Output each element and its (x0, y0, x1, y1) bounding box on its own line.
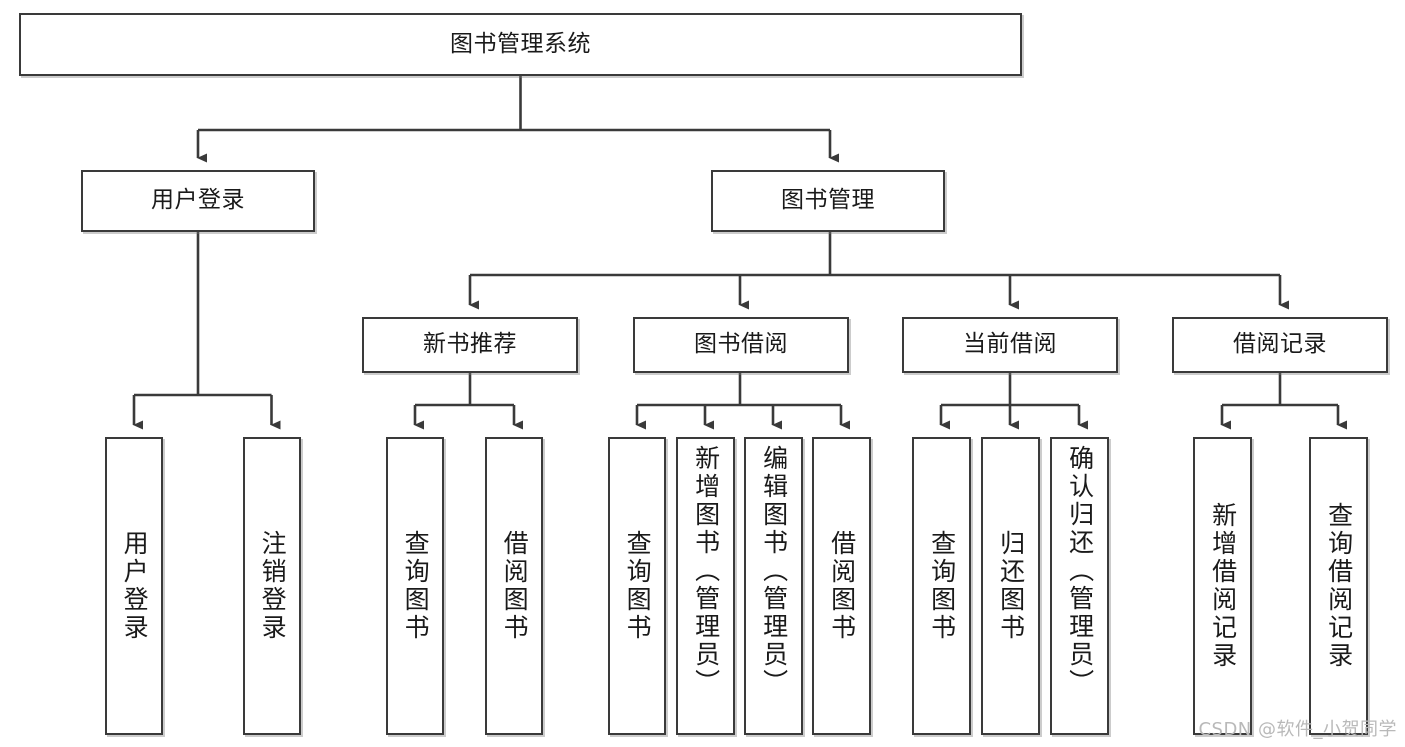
node-borrowing-records[interactable]: 借阅记录 (1172, 317, 1388, 373)
node-label: 图书管理 (781, 187, 875, 214)
node-label: 新增借阅记录 (1208, 502, 1238, 670)
csdn-watermark: CSDN @软件_小贺同学 (1198, 719, 1397, 740)
leaf-add-borrow-record[interactable]: 新增借阅记录 (1193, 437, 1252, 735)
leaf-return-book[interactable]: 归还图书 (981, 437, 1040, 735)
node-book-borrowing[interactable]: 图书借阅 (633, 317, 849, 373)
node-label: 新增图书（管理员） (691, 445, 721, 697)
leaf-borrow-book-new[interactable]: 借阅图书 (485, 437, 543, 735)
leaf-query-book-new[interactable]: 查询图书 (386, 437, 444, 735)
leaf-query-book-borrow[interactable]: 查询图书 (608, 437, 666, 735)
node-book-management[interactable]: 图书管理 (711, 170, 945, 232)
node-label: 确认归还（管理员） (1065, 445, 1095, 697)
leaf-query-borrow-record[interactable]: 查询借阅记录 (1309, 437, 1368, 735)
node-label: 新书推荐 (423, 331, 517, 358)
node-current-borrowing[interactable]: 当前借阅 (902, 317, 1118, 373)
leaf-logout[interactable]: 注销登录 (243, 437, 301, 735)
leaf-query-book-current[interactable]: 查询图书 (912, 437, 971, 735)
node-label: 借阅图书 (827, 530, 857, 642)
node-label: 查询图书 (927, 530, 957, 642)
node-label: 借阅记录 (1233, 331, 1327, 358)
leaf-add-book-admin[interactable]: 新增图书（管理员） (676, 437, 735, 735)
leaf-borrow-book[interactable]: 借阅图书 (812, 437, 871, 735)
node-label: 编辑图书（管理员） (759, 445, 789, 697)
node-label: 用户登录 (151, 187, 245, 214)
leaf-confirm-return-admin[interactable]: 确认归还（管理员） (1050, 437, 1109, 735)
node-label: 查询图书 (623, 530, 653, 642)
node-label: 图书管理系统 (450, 30, 591, 57)
leaf-edit-book-admin[interactable]: 编辑图书（管理员） (744, 437, 803, 735)
node-label: 查询借阅记录 (1324, 502, 1354, 670)
node-label: 注销登录 (258, 530, 288, 642)
node-new-book-recommendation[interactable]: 新书推荐 (362, 317, 578, 373)
node-label: 借阅图书 (500, 530, 530, 642)
node-label: 归还图书 (996, 530, 1026, 642)
node-label: 查询图书 (401, 530, 431, 642)
node-user-login[interactable]: 用户登录 (81, 170, 315, 232)
node-label: 当前借阅 (963, 331, 1057, 358)
node-label: 用户登录 (120, 530, 150, 642)
node-label: 图书借阅 (694, 331, 788, 358)
node-root-book-management-system[interactable]: 图书管理系统 (19, 13, 1022, 76)
leaf-user-login[interactable]: 用户登录 (105, 437, 163, 735)
